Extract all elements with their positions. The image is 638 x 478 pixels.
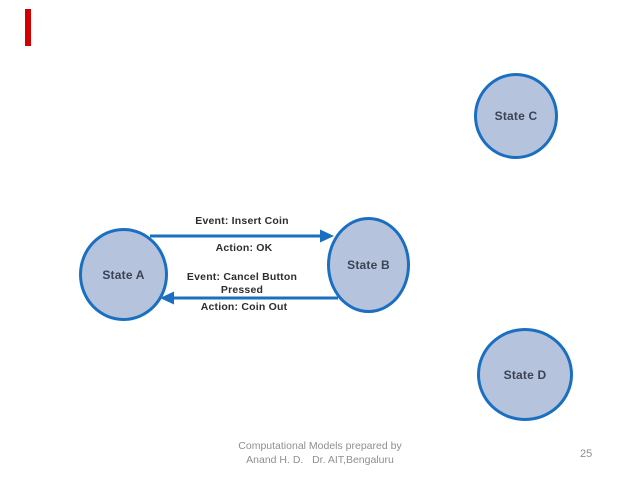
state-b-label: State B (347, 258, 390, 272)
state-node-b: State B (327, 217, 410, 313)
state-c-label: State C (494, 109, 538, 123)
transition-b-a-action-label: Action: Coin Out (200, 301, 288, 313)
transition-a-b-action-label: Action: OK (215, 242, 273, 254)
state-a-label: State A (102, 267, 145, 282)
state-node-d: State D (477, 328, 573, 421)
state-d-label: State D (503, 367, 547, 382)
page-number: 25 (580, 448, 593, 460)
footer-credit: Computational Models prepared by Anand H… (238, 440, 402, 466)
transition-a-b-event-label: Event: Insert Coin (195, 215, 289, 227)
arrow-b-to-a-head (160, 291, 174, 305)
arrow-a-to-b-head (320, 229, 334, 243)
transition-b-a-event-label: Event: Cancel Button Pressed (186, 271, 298, 296)
state-node-a: State A (79, 228, 168, 321)
red-accent-bar (25, 9, 31, 46)
state-node-c: State C (474, 73, 558, 159)
